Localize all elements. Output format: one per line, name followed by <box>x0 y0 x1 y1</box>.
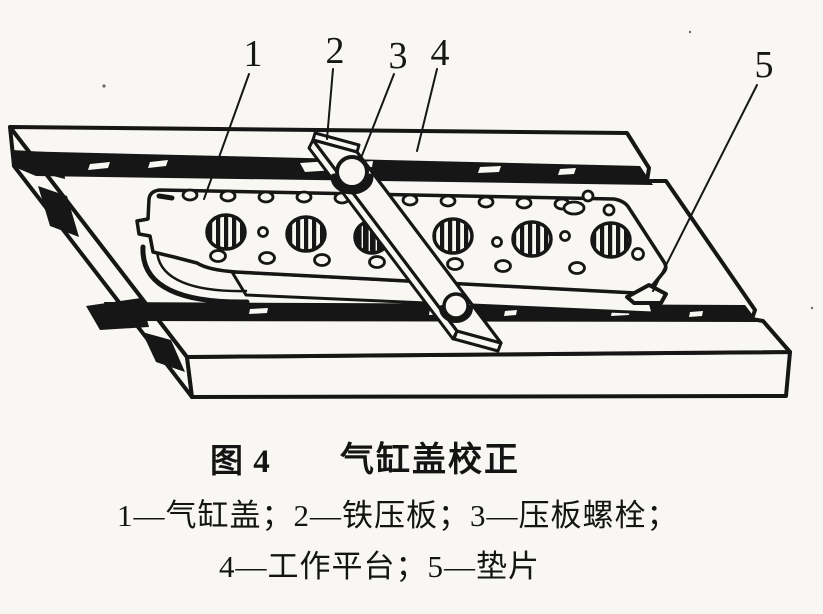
callout-4: 4 <box>430 32 450 75</box>
leader-line-4 <box>416 68 438 152</box>
head-bolt-holes <box>156 188 645 275</box>
leader-line-3 <box>360 73 395 159</box>
leader-line-1 <box>203 73 250 200</box>
callout-2: 2 <box>325 30 345 73</box>
clamp-bolt <box>330 155 374 195</box>
shim-wedge <box>625 283 668 305</box>
callout-5: 5 <box>754 44 774 87</box>
callout-1: 1 <box>243 33 263 76</box>
figure-legend-row-1: 1—气缸盖；2—铁压板；3—压板螺栓； <box>117 498 679 533</box>
plate-bolt-hole <box>439 292 473 323</box>
leader-line-5 <box>652 84 758 292</box>
leader-line-2 <box>326 68 334 140</box>
scan-specks <box>102 30 814 310</box>
leader-lines <box>203 68 758 292</box>
figure-title: 气缸盖校正 <box>340 442 520 479</box>
figure-legend-row-2: 4—工作平台；5—垫片 <box>219 549 540 584</box>
callout-3: 3 <box>388 35 408 78</box>
pressure-plate <box>307 131 503 353</box>
figure-number: 图 4 <box>210 444 271 480</box>
combustion-chambers <box>205 213 632 259</box>
